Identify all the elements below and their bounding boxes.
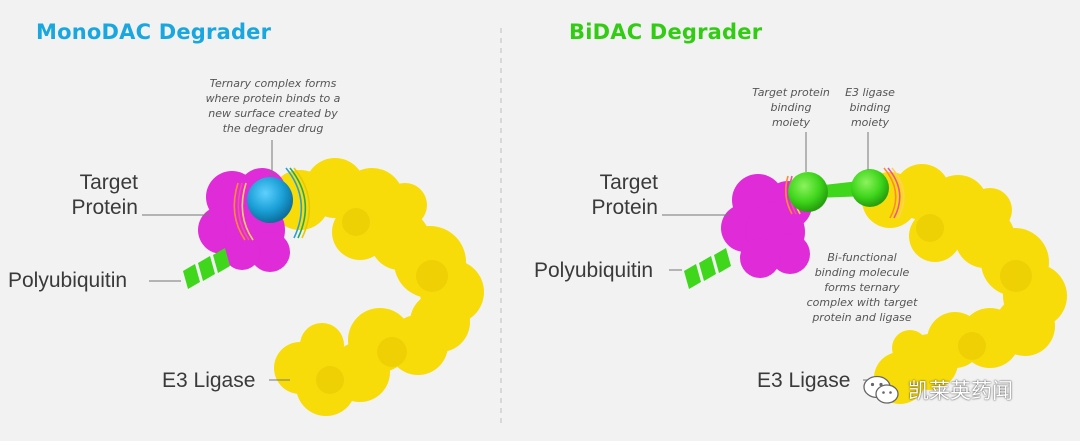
left-e3-ligase-label: E3 Ligase <box>162 369 256 392</box>
annotation-line: binding <box>849 101 891 114</box>
left-degrader-drug-sphere <box>247 177 293 223</box>
right-e3-ligase-label: E3 Ligase <box>757 369 851 392</box>
right-ligase-interface <box>883 167 905 219</box>
annotation-line: E3 ligase <box>845 86 895 99</box>
right-polyubiquitin-chain <box>684 248 731 289</box>
annotation-line: Target protein <box>752 86 830 99</box>
annotation-line: moiety <box>850 116 890 129</box>
ternary-complex-annotation: Ternary complex forms where protein bind… <box>198 76 348 136</box>
right-target-protein-label: Target Protein <box>560 170 658 220</box>
wechat-icon <box>863 375 899 404</box>
annotation-line: Bi-functional <box>827 251 897 264</box>
watermark-text: 凯莱英药闻 <box>908 379 1013 403</box>
right-ligase-shading <box>916 214 1032 360</box>
annotation-line: binding <box>770 101 812 114</box>
annotation-line: forms ternary <box>824 281 900 294</box>
left-leader-lines <box>142 140 290 381</box>
label-line: Target <box>599 171 658 194</box>
label-line: Protein <box>71 196 138 219</box>
right-target-binding-moiety <box>788 172 828 212</box>
target-moiety-annotation: Target protein binding moiety <box>745 85 837 130</box>
left-binding-interface <box>233 167 311 241</box>
annotation-line: complex with target <box>806 296 918 309</box>
left-e3-ligase-shape <box>270 158 484 416</box>
annotation-line: binding molecule <box>814 266 910 279</box>
right-ligase-binding-moiety <box>851 169 889 207</box>
annotation-line: Ternary complex forms <box>209 77 337 90</box>
annotation-line: the degrader drug <box>222 122 324 135</box>
bifunctional-annotation: Bi-functional binding molecule forms ter… <box>797 250 927 325</box>
label-line: Target <box>79 171 138 194</box>
left-target-protein-label: Target Protein <box>40 170 138 220</box>
watermark: 凯莱英药闻 <box>862 370 1013 410</box>
annotation-line: new surface created by <box>208 107 338 120</box>
annotation-line: moiety <box>771 116 811 129</box>
ligase-moiety-annotation: E3 ligase binding moiety <box>834 85 906 130</box>
monodac-title: MonoDAC Degrader <box>36 20 272 44</box>
annotation-line: protein and ligase <box>812 311 912 324</box>
right-leader-lines <box>662 132 880 381</box>
right-polyubiquitin-label: Polyubiquitin <box>534 259 654 282</box>
left-polyubiquitin-chain <box>183 248 230 289</box>
annotation-line: where protein binds to a <box>205 92 341 105</box>
bidac-title: BiDAC Degrader <box>569 20 763 44</box>
left-polyubiquitin-label: Polyubiquitin <box>8 269 128 292</box>
left-ligase-shading <box>316 208 448 394</box>
label-line: Protein <box>591 196 658 219</box>
